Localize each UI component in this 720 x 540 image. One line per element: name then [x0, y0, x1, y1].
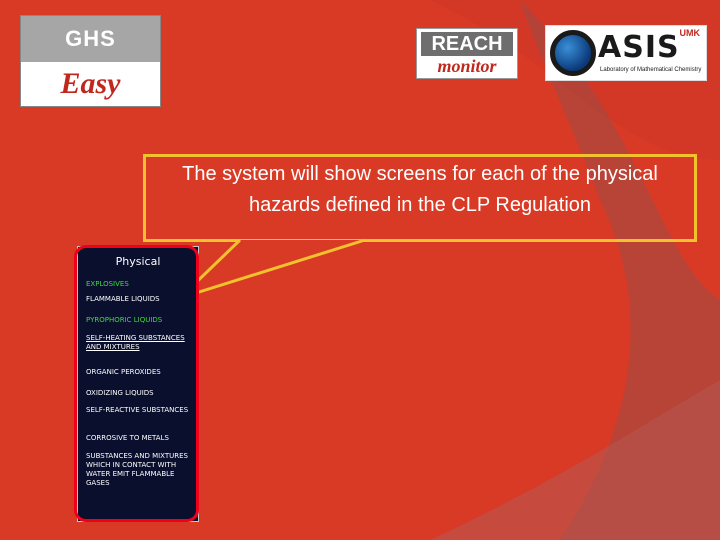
red-highlight-frame — [74, 245, 199, 522]
hazard-item-pyrophoric-liquids[interactable]: PYROPHORIC LIQUIDS — [86, 316, 163, 324]
hazard-item-water-reactive[interactable]: SUBSTANCES AND MIXTURES WHICH IN CONTACT… — [86, 452, 188, 487]
hazard-item-organic-peroxides[interactable]: ORGANIC PEROXIDES — [86, 368, 161, 376]
globe-icon — [550, 30, 596, 76]
oasis-logo-text: ASIS — [598, 30, 680, 65]
umk-badge: UMK — [679, 28, 701, 38]
panel-title: Physical — [115, 255, 161, 268]
easy-logo-text: Easy — [60, 67, 121, 100]
hazard-item-corrosive-to-metals[interactable]: CORROSIVE TO METALS — [86, 434, 169, 442]
reach-logo-text: REACH — [421, 32, 513, 56]
hazard-item-self-reactive[interactable]: SELF-REACTIVE SUBSTANCES — [86, 406, 189, 414]
monitor-logo-text: monitor — [437, 56, 497, 76]
hazard-item-explosives[interactable]: EXPLOSIVES — [86, 280, 129, 288]
hazard-item-oxidizing-liquids[interactable]: OXIDIZING LIQUIDS — [86, 389, 154, 397]
physical-hazards-panel: Physical EXPLOSIVES FLAMMABLE LIQUIDS PY… — [77, 246, 199, 522]
callout-box: The system will show screens for each of… — [143, 154, 697, 242]
reach-monitor-logo: REACH monitor — [416, 28, 518, 79]
ghs-logo-text: GHS — [21, 16, 160, 62]
callout-text: The system will show screens for each of… — [182, 163, 658, 216]
oasis-logo: ASIS UMK Laboratory of Mathematical Chem… — [545, 25, 707, 81]
ghs-easy-logo: GHS Easy — [20, 15, 161, 107]
oasis-subtitle: Laboratory of Mathematical Chemistry — [600, 67, 702, 73]
hazard-item-self-heating[interactable]: SELF-HEATING SUBSTANCES AND MIXTURES — [86, 334, 185, 351]
hazard-item-flammable-liquids[interactable]: FLAMMABLE LIQUIDS — [86, 295, 160, 303]
